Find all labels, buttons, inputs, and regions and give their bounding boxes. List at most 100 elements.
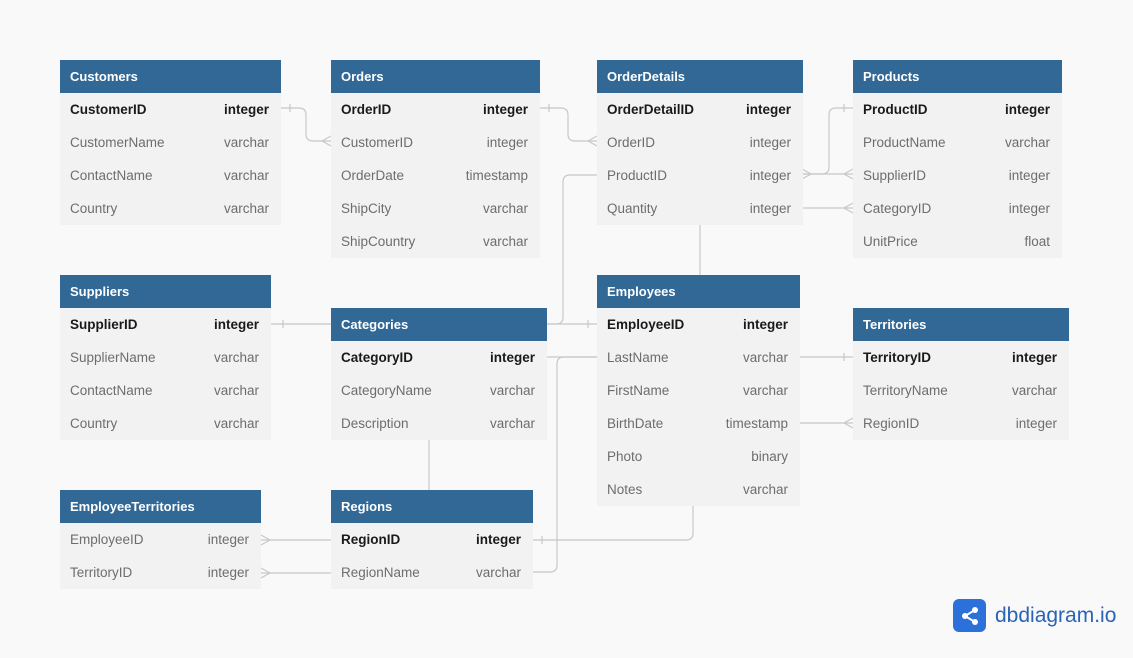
field-row-order-detail-id[interactable]: OrderDetailID integer bbox=[597, 93, 803, 126]
table-header[interactable]: EmployeeTerritories bbox=[60, 490, 261, 523]
field-type: integer bbox=[475, 532, 521, 547]
field-type: varchar bbox=[223, 135, 269, 150]
link-regions-territories[interactable] bbox=[800, 417, 854, 429]
field-type: integer bbox=[749, 201, 791, 216]
field-type: integer bbox=[489, 350, 535, 365]
field-name: ProductName bbox=[863, 135, 946, 150]
field-name: RegionID bbox=[863, 416, 920, 431]
field-name: CustomerID bbox=[341, 135, 414, 150]
field-name: Country bbox=[70, 416, 118, 431]
field-name: OrderDetailID bbox=[607, 102, 695, 117]
link-orders-orderdetails[interactable] bbox=[540, 104, 598, 147]
field-name: ContactName bbox=[70, 383, 153, 398]
link-products-orderdetails[interactable] bbox=[801, 104, 853, 180]
link-employees-territories[interactable] bbox=[800, 353, 853, 361]
link-employeeterritories-regions-1[interactable] bbox=[260, 534, 331, 546]
field-name: TerritoryName bbox=[863, 383, 948, 398]
field-row-order-id[interactable]: OrderID integer bbox=[331, 93, 540, 126]
table-header[interactable]: Regions bbox=[331, 490, 533, 523]
field-row-quantity[interactable]: Quantity integer bbox=[597, 192, 803, 225]
link-employees-regions[interactable] bbox=[533, 506, 694, 544]
link-categories-products[interactable] bbox=[802, 202, 854, 214]
table-header[interactable]: Orders bbox=[331, 60, 540, 93]
field-type: integer bbox=[223, 102, 269, 117]
table-header[interactable]: Categories bbox=[331, 308, 547, 341]
table-header[interactable]: Products bbox=[853, 60, 1062, 93]
field-type: varchar bbox=[213, 383, 259, 398]
field-row-region-id[interactable]: RegionID integer bbox=[853, 407, 1069, 440]
field-type: integer bbox=[1015, 416, 1057, 431]
field-name: FirstName bbox=[607, 383, 670, 398]
field-type: integer bbox=[745, 102, 791, 117]
table-header[interactable]: Suppliers bbox=[60, 275, 271, 308]
field-name: BirthDate bbox=[607, 416, 664, 431]
link-employees-categories[interactable] bbox=[547, 320, 597, 328]
field-name: CustomerName bbox=[70, 135, 165, 150]
table-header[interactable]: OrderDetails bbox=[597, 60, 803, 93]
field-type: integer bbox=[1011, 350, 1057, 365]
field-name: SupplierID bbox=[70, 317, 138, 332]
field-type: binary bbox=[751, 449, 788, 464]
table-header[interactable]: Customers bbox=[60, 60, 281, 93]
link-employeeterritories-regions-2[interactable] bbox=[260, 567, 331, 579]
link-suppliers-categories[interactable] bbox=[271, 320, 331, 328]
table-header[interactable]: Employees bbox=[597, 275, 800, 308]
link-categories-orderdetails[interactable] bbox=[547, 174, 597, 325]
link-employees-regionname[interactable] bbox=[533, 356, 597, 573]
field-type: integer bbox=[482, 102, 528, 117]
link-customers-orders[interactable] bbox=[281, 104, 332, 147]
table-header[interactable]: Territories bbox=[853, 308, 1069, 341]
field-type: timestamp bbox=[465, 168, 528, 183]
link-suppliers-products[interactable] bbox=[802, 168, 854, 180]
field-name: SupplierID bbox=[863, 168, 927, 183]
field-row-customer-name[interactable]: CustomerName varchar bbox=[60, 126, 281, 159]
field-row-contact-name[interactable]: ContactName varchar bbox=[60, 374, 271, 407]
field-name: Quantity bbox=[607, 201, 658, 216]
field-name: OrderID bbox=[341, 102, 392, 117]
field-type: varchar bbox=[742, 482, 788, 497]
